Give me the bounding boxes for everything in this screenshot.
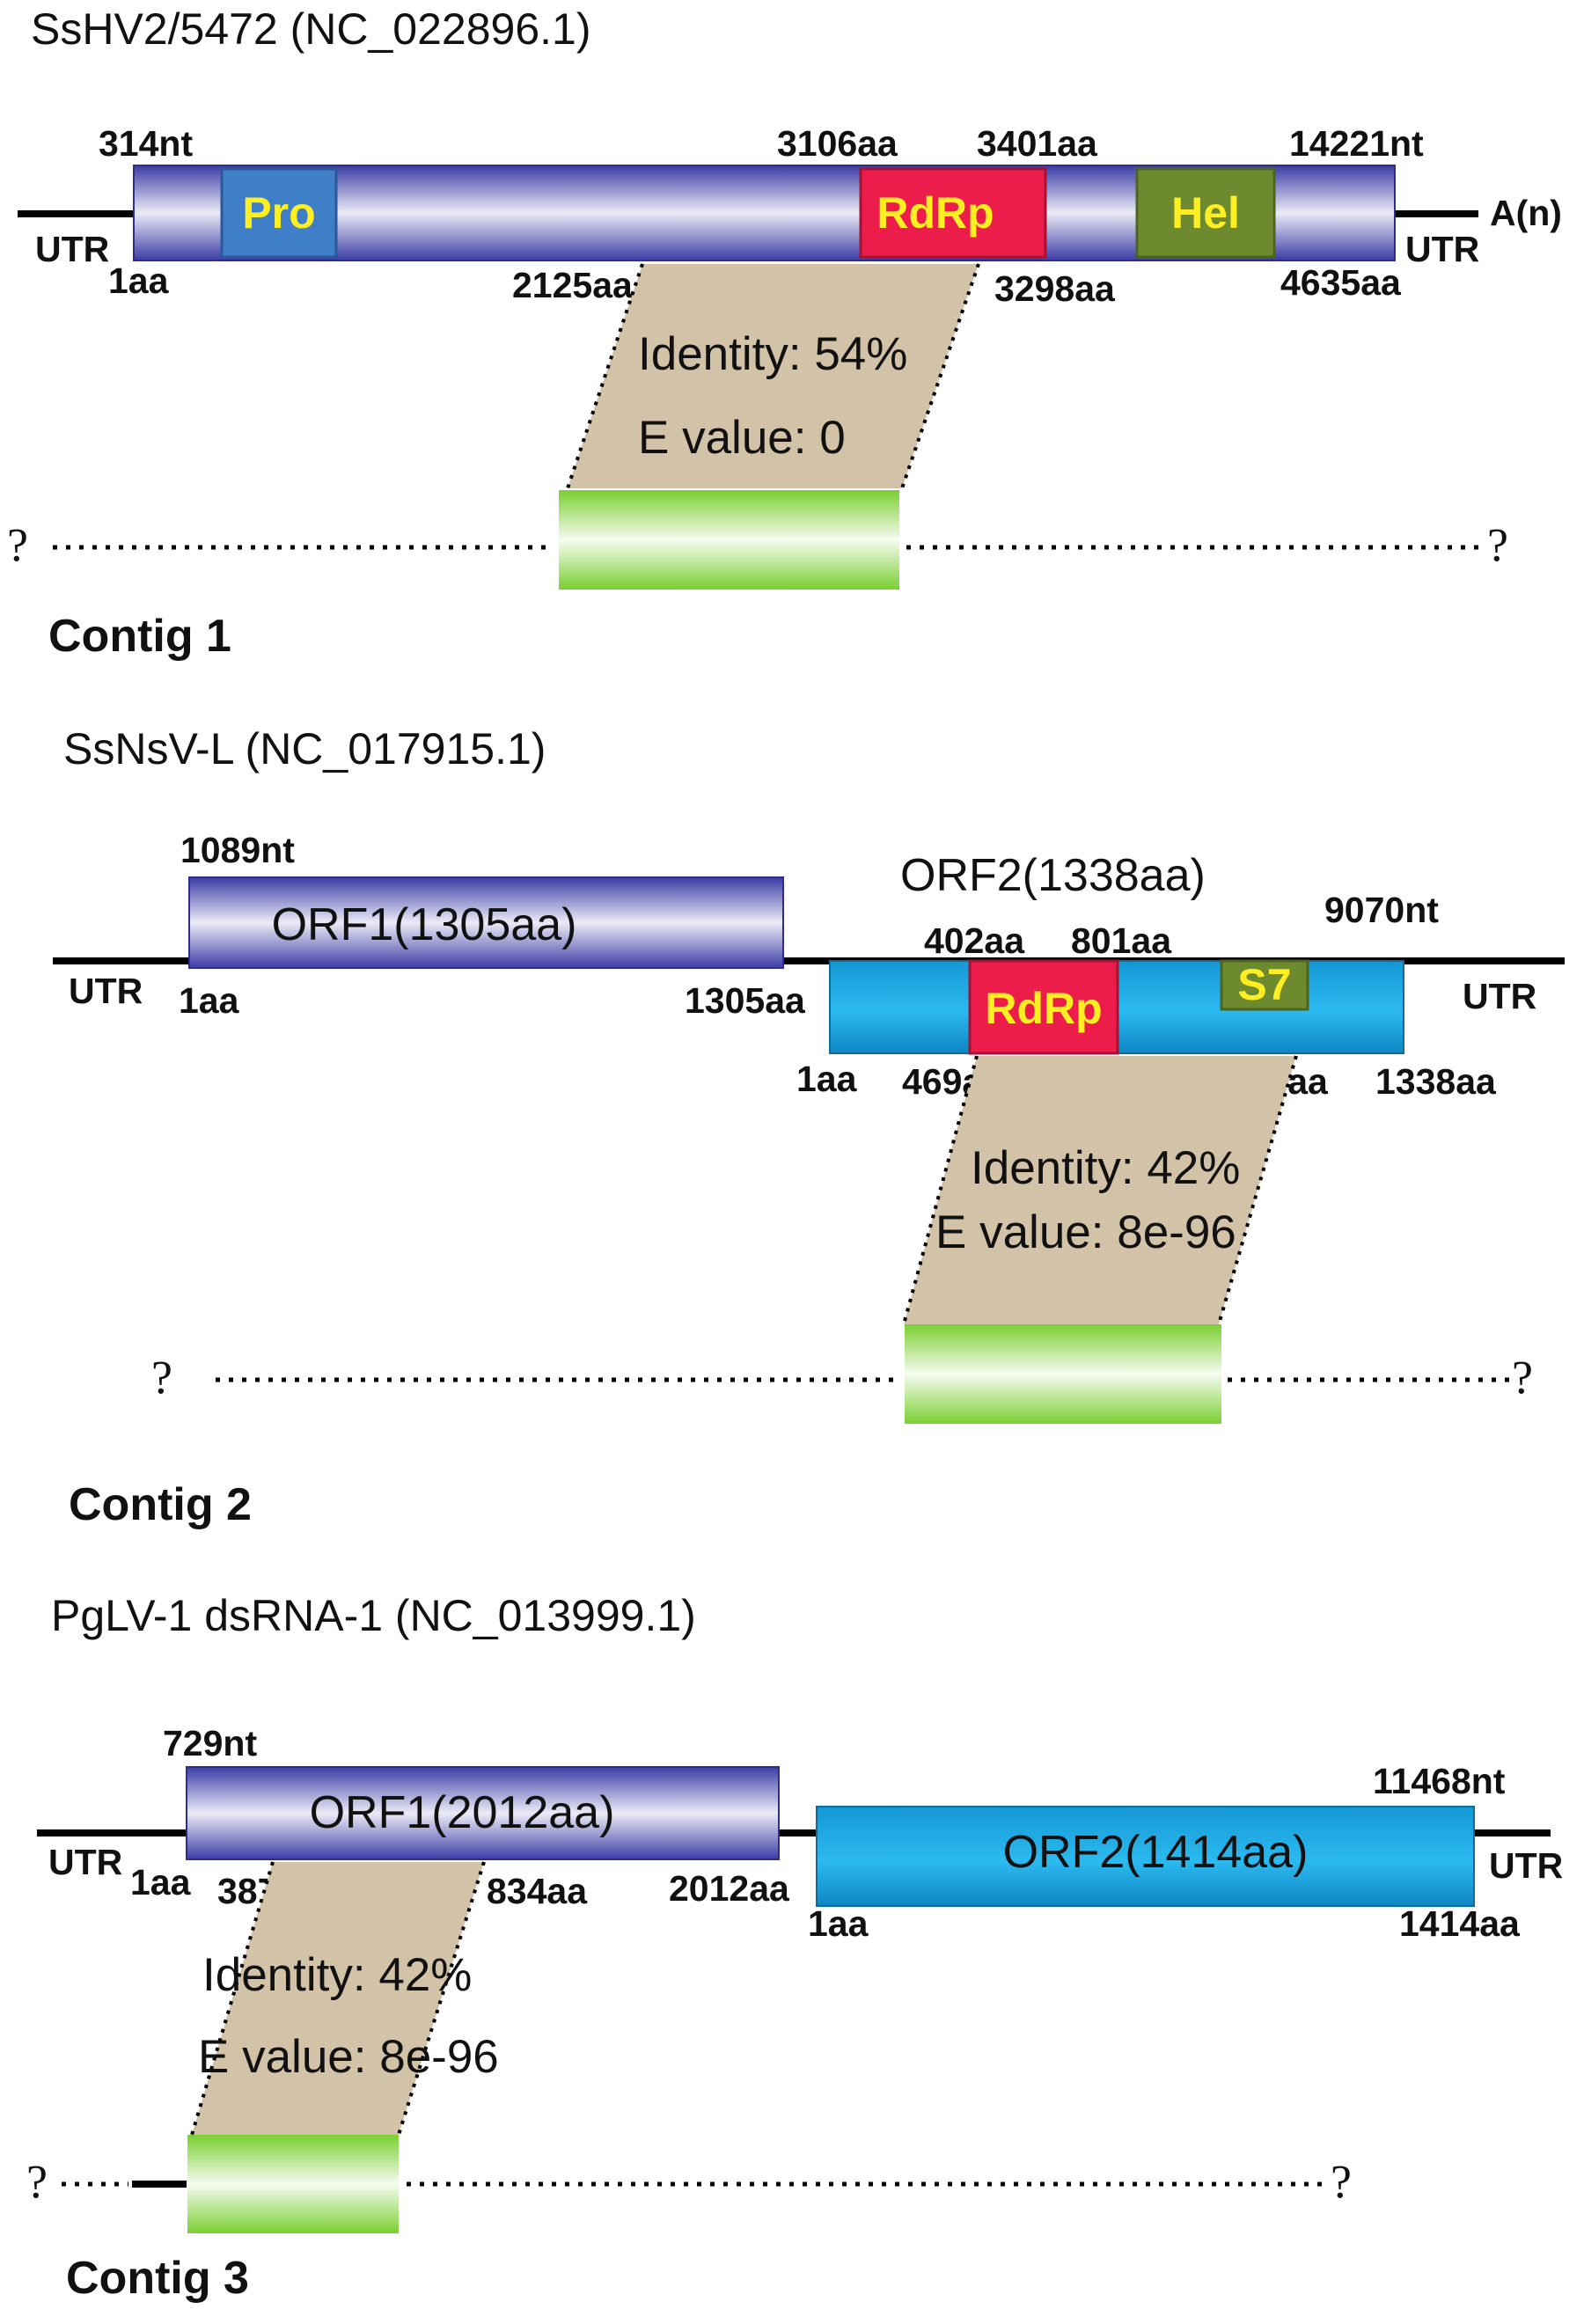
identity-band-right-edge bbox=[1217, 1055, 1298, 1325]
utr-left-label: UTR bbox=[35, 229, 109, 269]
utr-left-label: UTR bbox=[48, 1842, 122, 1882]
identity-band-left-edge bbox=[566, 263, 644, 489]
start-nt-label: 729nt bbox=[163, 1723, 257, 1763]
contig-3-bar bbox=[187, 2135, 399, 2233]
identity-label: Identity: 42% bbox=[202, 1949, 472, 2001]
pos-3298-label: 3298aa bbox=[994, 268, 1116, 309]
domain-hel bbox=[1135, 167, 1276, 259]
unknown-right-mark: ? bbox=[1512, 1351, 1533, 1404]
pos-3106-label: 3106aa bbox=[777, 123, 898, 164]
identity-band bbox=[192, 1862, 484, 2135]
panel-1-title: SsHV2/5472 (NC_022896.1) bbox=[31, 4, 591, 54]
contig-2-bar bbox=[905, 1324, 1221, 1424]
unknown-right-mark: ? bbox=[1487, 518, 1508, 571]
pos-801-label: 801aa bbox=[1071, 920, 1172, 961]
orf2-start-aa-label: 1aa bbox=[808, 1903, 869, 1944]
orf2-end-aa-label: 1338aa bbox=[1375, 1061, 1497, 1102]
domain-s7 bbox=[1220, 959, 1309, 1011]
orf1-end-aa-label: 2012aa bbox=[669, 1868, 790, 1909]
identity-band-right-edge bbox=[900, 263, 980, 489]
utr-right-label: UTR bbox=[1463, 976, 1536, 1016]
contig-1-label: Contig 1 bbox=[48, 611, 231, 662]
end-nt-label: 11468nt bbox=[1373, 1761, 1506, 1801]
orf1-end-aa-label: 1305aa bbox=[685, 980, 806, 1021]
identity-band bbox=[568, 264, 979, 488]
unknown-right-mark: ? bbox=[1331, 2155, 1352, 2208]
panel-2-title: SsNsV-L (NC_017915.1) bbox=[63, 724, 546, 773]
end-aa-label: 4635aa bbox=[1280, 262, 1402, 303]
start-nt-label: 1089nt bbox=[180, 830, 295, 870]
evalue-label: E value: 0 bbox=[638, 412, 846, 464]
domain-pro bbox=[220, 167, 338, 259]
identity-label: Identity: 42% bbox=[971, 1142, 1240, 1194]
unknown-left-mark: ? bbox=[26, 2155, 48, 2208]
orf1-label: ORF1(2012aa) bbox=[310, 1787, 615, 1838]
evalue-label: E value: 8e-96 bbox=[198, 2031, 499, 2083]
orf1-label: ORF1(1305aa) bbox=[272, 899, 577, 950]
orf1-box bbox=[186, 1766, 780, 1860]
panel-3-title: PgLV-1 dsRNA-1 (NC_013999.1) bbox=[51, 1591, 696, 1640]
pos-834-label: 834aa bbox=[487, 1871, 588, 1911]
polya-label: A(n) bbox=[1490, 193, 1562, 233]
domain-rdrp-label: RdRp bbox=[985, 984, 1102, 1033]
utr-right-label: UTR bbox=[1489, 1845, 1563, 1886]
utr-right-label: UTR bbox=[1405, 229, 1479, 269]
start-aa-label: 1aa bbox=[108, 260, 170, 301]
contig-2-label: Contig 2 bbox=[69, 1479, 252, 1530]
start-nt-label: 314nt bbox=[99, 123, 193, 164]
utr-left-label: UTR bbox=[69, 971, 143, 1011]
end-nt-label: 14221nt bbox=[1289, 123, 1424, 164]
panel-1: SsHV2/5472 (NC_022896.1) Pro RdRp Hel 31… bbox=[7, 4, 1562, 662]
orf2-start-aa-label: 1aa bbox=[796, 1059, 858, 1099]
pos-3401-label: 3401aa bbox=[977, 123, 1098, 164]
pos-2125-label: 2125aa bbox=[512, 265, 634, 305]
domain-rdrp bbox=[968, 959, 1119, 1055]
orf2-label: ORF2(1414aa) bbox=[1003, 1827, 1309, 1878]
identity-label: Identity: 54% bbox=[638, 328, 907, 380]
domain-hel-label: Hel bbox=[1171, 188, 1240, 238]
identity-band bbox=[904, 1056, 1296, 1324]
orf2-label: ORF2(1338aa) bbox=[900, 850, 1206, 901]
orf1-start-aa-label: 1aa bbox=[130, 1862, 192, 1902]
contig-3-label: Contig 3 bbox=[66, 2253, 249, 2304]
domain-s7-label: S7 bbox=[1237, 960, 1291, 1009]
domain-pro-label: Pro bbox=[242, 188, 315, 238]
panel-3: PgLV-1 dsRNA-1 (NC_013999.1) ORF1(2012aa… bbox=[26, 1591, 1563, 2304]
unknown-left-mark: ? bbox=[7, 518, 28, 571]
pos-402-label: 402aa bbox=[924, 920, 1025, 961]
unknown-left-mark: ? bbox=[151, 1351, 172, 1404]
domain-rdrp-label: RdRp bbox=[876, 188, 994, 238]
panel-2: SsNsV-L (NC_017915.1) ORF1(1305aa) RdRp … bbox=[53, 724, 1565, 1530]
orf2-end-aa-label: 1414aa bbox=[1399, 1903, 1521, 1944]
orf1-start-aa-label: 1aa bbox=[179, 980, 240, 1021]
domain-rdrp bbox=[859, 167, 1047, 259]
evalue-label: E value: 8e-96 bbox=[935, 1206, 1236, 1258]
end-nt-label: 9070nt bbox=[1324, 890, 1439, 930]
orf2-box bbox=[816, 1806, 1475, 1907]
contig-1-bar bbox=[559, 490, 899, 590]
orf1-box bbox=[188, 876, 784, 969]
